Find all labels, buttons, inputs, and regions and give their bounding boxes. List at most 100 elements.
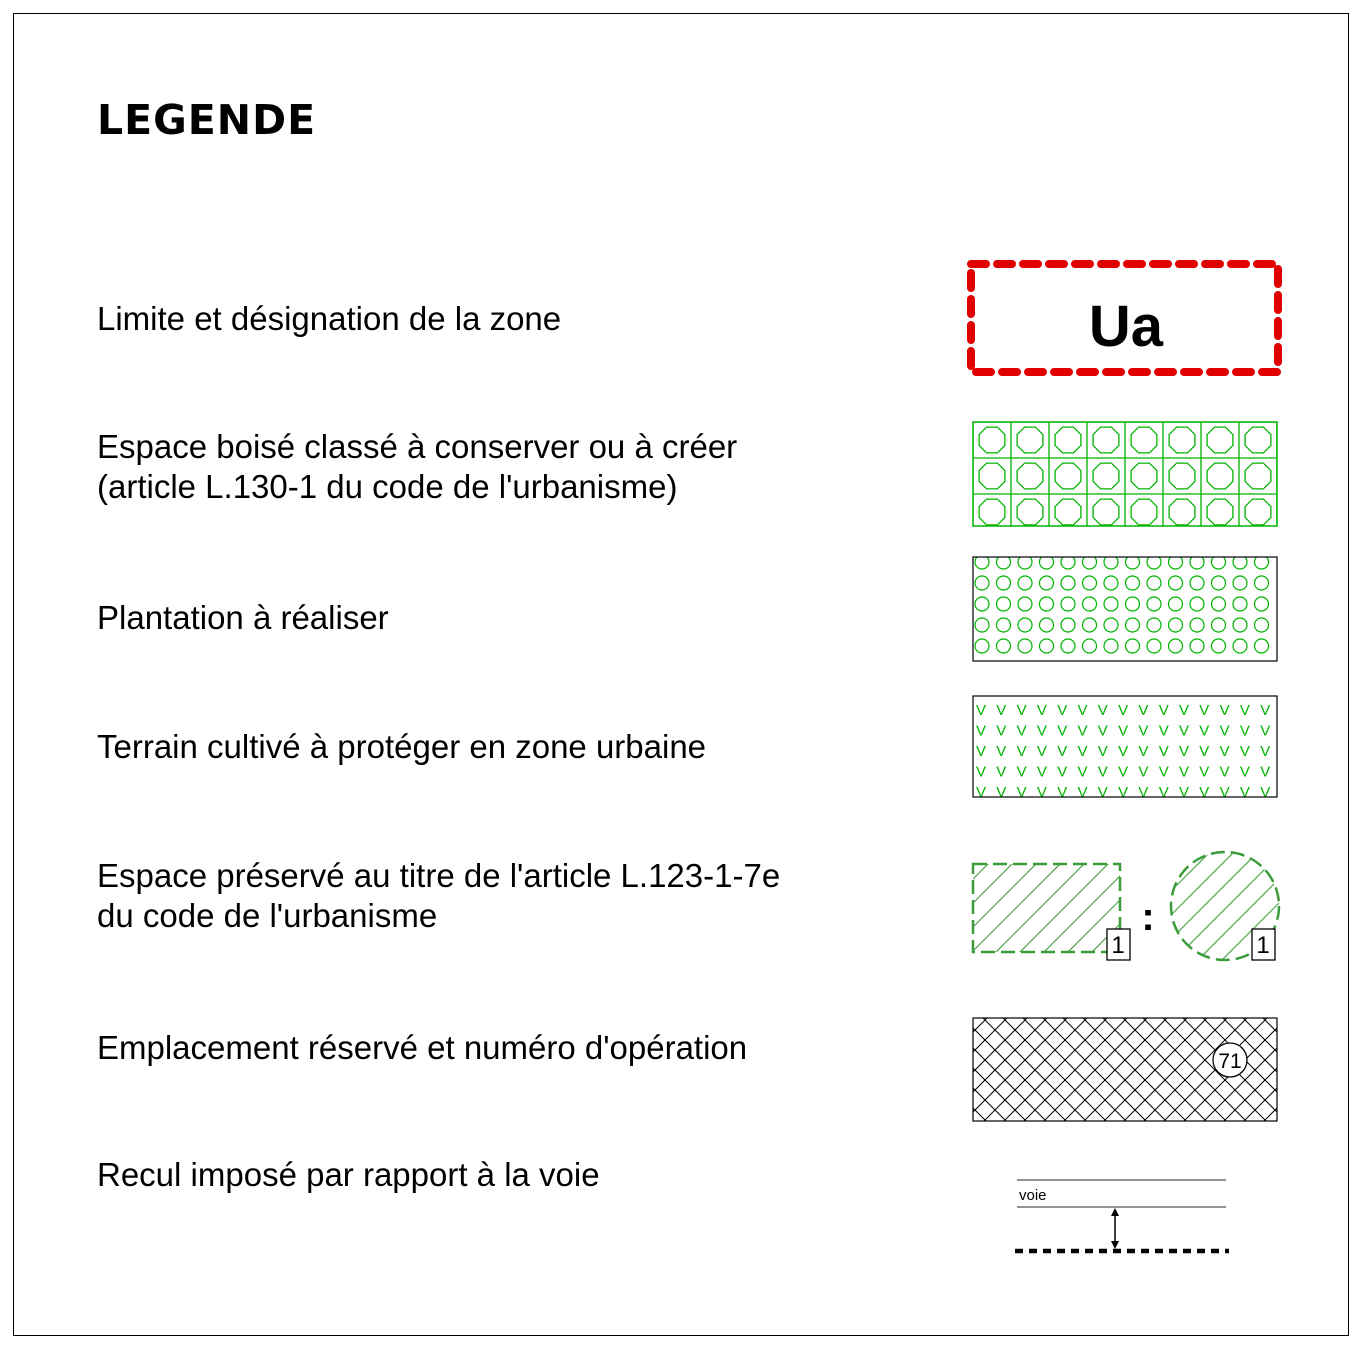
crosshatch-line (1102, 1018, 1207, 1121)
plant-circle (1060, 596, 1076, 612)
crosshatch-line (973, 1018, 1068, 1113)
circle-number: 1 (1256, 932, 1269, 959)
road-label: voie (1019, 1187, 1047, 1204)
plant-circle (1189, 575, 1205, 591)
label-plantation: Plantation à réaliser (97, 598, 389, 638)
plant-circle (1210, 617, 1227, 633)
crop-mark: V (1098, 764, 1108, 781)
rect-number-box (1106, 928, 1131, 961)
plant-circle (1253, 596, 1270, 612)
crosshatch-line (973, 1018, 1048, 1093)
plant-circle (1167, 638, 1184, 654)
crop-mark: V (1199, 743, 1209, 760)
plant-circle (1081, 557, 1098, 570)
crop-mark: V (996, 784, 1006, 799)
hatch-line (1019, 864, 1109, 952)
plant-circle (1103, 617, 1119, 633)
crop-mark: V (1017, 702, 1027, 719)
label-line: Espace préservé au titre de l'article L.… (97, 857, 781, 894)
plant-circle (1146, 617, 1162, 633)
plantation-symbol (972, 556, 1278, 662)
crosshatch-line (1042, 1018, 1147, 1121)
label-line: Emplacement réservé et numéro d'opératio… (97, 1029, 748, 1066)
crop-mark: V (1138, 764, 1148, 781)
plant-circle (1060, 638, 1076, 654)
tree-octagon (978, 462, 1006, 490)
label-line: (article L.130-1 du code de l'urbanisme) (97, 468, 678, 505)
plant-circle (1232, 596, 1248, 612)
crop-mark: V (1017, 723, 1027, 740)
hatch-line (1284, 850, 1288, 966)
hatch-line (1171, 852, 1237, 960)
crop-mark: V (1220, 723, 1230, 740)
crop-mark: V (1037, 723, 1047, 740)
plant-circle (1146, 596, 1162, 612)
tree-octagon (1054, 462, 1082, 490)
crop-mark: V (1240, 723, 1250, 740)
crop-mark: V (1179, 743, 1189, 760)
plant-circle (1210, 557, 1227, 570)
crop-mark: V (1179, 784, 1189, 799)
tree-octagon (1092, 498, 1120, 526)
hatch-line (973, 864, 1061, 952)
hatch-line (1171, 852, 1213, 960)
crop-mark: V (1098, 784, 1108, 799)
label-line: Recul imposé par rapport à la voie (97, 1156, 600, 1193)
plant-circle (1124, 557, 1141, 570)
crop-mark: V (1017, 784, 1027, 799)
label-espace-preserve: Espace préservé au titre de l'article L.… (97, 856, 780, 936)
plant-circle (1232, 575, 1248, 591)
crop-mark: V (1260, 723, 1270, 740)
crop-mark: V (1138, 723, 1148, 740)
plant-circle (1038, 617, 1055, 633)
rect-number: 1 (1111, 932, 1124, 959)
plant-circle (995, 596, 1012, 612)
crop-mark: V (1159, 743, 1169, 760)
plant-circle (1146, 575, 1162, 591)
emplacement-reserve-symbol: 71 (972, 1017, 1278, 1122)
hatch-line (1171, 852, 1261, 960)
preserved-circle (1169, 850, 1281, 962)
crop-mark: V (1078, 723, 1088, 740)
crop-mark: V (1118, 723, 1128, 740)
setback-arrow-head-bottom (1111, 1241, 1119, 1249)
crop-mark: V (976, 784, 986, 799)
plant-circle (1103, 638, 1119, 654)
crosshatch-line (1002, 1018, 1107, 1121)
tree-octagon (1016, 426, 1044, 454)
label-espace-boise-classe: Espace boisé classé à conserver ou à cré… (97, 427, 737, 507)
plant-circle (1189, 596, 1205, 612)
crop-mark: V (1220, 702, 1230, 719)
plant-circle (995, 617, 1012, 633)
plant-circle (1253, 557, 1270, 570)
plant-circle (974, 557, 990, 570)
legend-title: LEGENDE (97, 96, 317, 144)
plant-circle (1232, 617, 1248, 633)
operation-number-circle (1212, 1042, 1248, 1078)
crop-mark: V (976, 743, 986, 760)
plant-circle (1038, 638, 1055, 654)
plant-circle (1081, 617, 1098, 633)
plant-circle (1038, 596, 1055, 612)
plant-circle (1253, 575, 1270, 591)
hatch-line (1211, 852, 1279, 960)
plant-circle (1146, 557, 1162, 570)
crop-mark: V (996, 764, 1006, 781)
zone-boundary-symbol: Ua (967, 260, 1282, 376)
crop-mark: V (1138, 784, 1148, 799)
tree-octagon (1168, 498, 1196, 526)
crop-mark: V (1057, 764, 1067, 781)
plantation-border (972, 556, 1278, 662)
plant-circle (1060, 557, 1076, 570)
plant-circle (995, 638, 1012, 654)
tree-octagon (1206, 426, 1234, 454)
crop-mark: V (1159, 723, 1169, 740)
plant-circle (1232, 557, 1248, 570)
plant-circle (995, 575, 1012, 591)
plant-circle (1038, 557, 1055, 570)
crop-mark: V (1240, 702, 1250, 719)
plant-circle (1060, 575, 1076, 591)
crop-mark: V (976, 702, 986, 719)
plant-circle (974, 596, 990, 612)
